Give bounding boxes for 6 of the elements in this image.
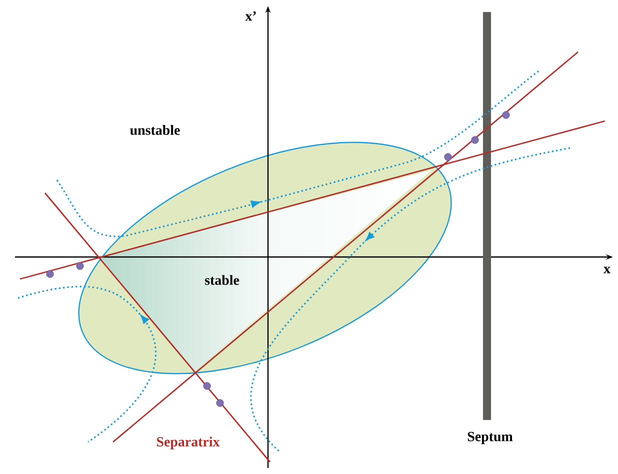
septum-label: Septum — [468, 432, 513, 444]
separatrix-label: Separatrix — [157, 436, 220, 450]
region-label: stable — [205, 275, 240, 285]
axis-label: x’ — [245, 11, 256, 21]
region-label: unstable — [130, 125, 180, 135]
axis-label: x — [604, 266, 610, 274]
